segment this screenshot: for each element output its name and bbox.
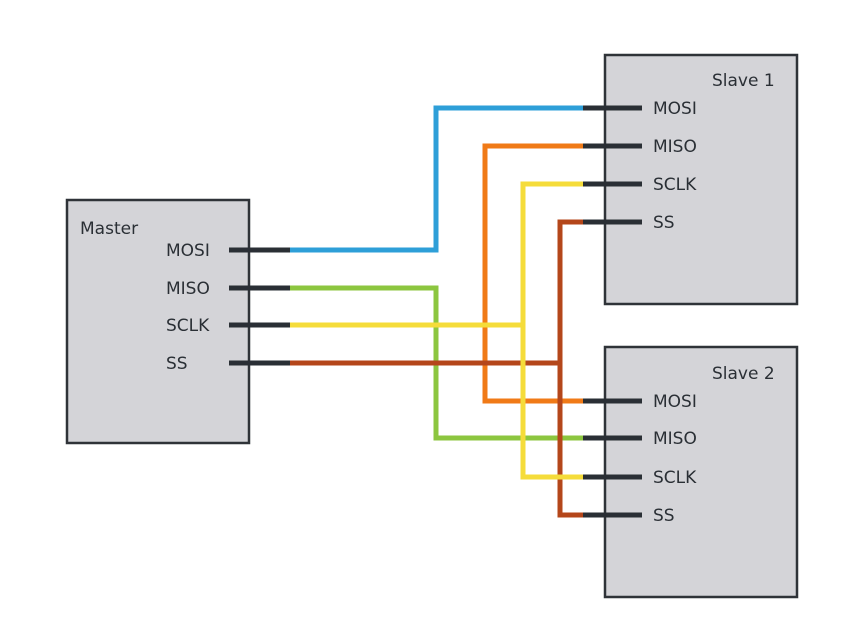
mosi-branch-wire: [482, 143, 585, 404]
sclk-bus-wire: [520, 181, 585, 480]
ss-bus-wire: [557, 219, 585, 518]
slave1-miso-label: MISO: [653, 137, 697, 157]
slave2-title: Slave 2: [712, 364, 775, 384]
slave2-mosi-label: MOSI: [653, 392, 697, 412]
slave1-mosi-label: MOSI: [653, 99, 697, 119]
slave2-box: [603, 345, 799, 599]
master-box: [65, 198, 251, 445]
slave1-ss-label: SS: [653, 213, 675, 233]
master-sclk-label: SCLK: [166, 316, 210, 336]
slave1-box: [603, 53, 799, 306]
master-miso-label: MISO: [166, 279, 210, 299]
slave2-sclk-label: SCLK: [653, 468, 697, 488]
mosi-wire: [288, 105, 585, 253]
slave1-title: Slave 1: [712, 71, 775, 91]
slave2-miso-label: MISO: [653, 429, 697, 449]
master-title: Master: [80, 219, 138, 239]
master-ss-label: SS: [166, 354, 188, 374]
master-mosi-label: MOSI: [166, 241, 210, 261]
slave1-sclk-label: SCLK: [653, 175, 697, 195]
slave2-ss-label: SS: [653, 506, 675, 526]
